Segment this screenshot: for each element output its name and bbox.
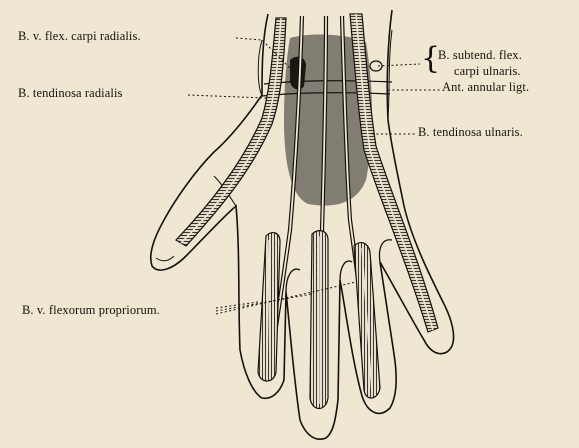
label-flex-carpi-radialis: B. v. flex. carpi radialis. <box>18 29 141 44</box>
label-tendinosa-ulnaris: B. tendinosa ulnaris. <box>418 125 523 140</box>
label-subtend-line1: B. subtend. flex. <box>438 48 522 63</box>
label-tendinosa-radialis: B. tendinosa radialis <box>18 86 123 101</box>
leader-tendinosa-radialis <box>188 95 266 98</box>
label-annular-ligament: Ant. annular ligt. <box>442 80 529 95</box>
label-flexorum-propriorum: B. v. flexorum propriorum. <box>22 303 160 318</box>
subtend-flex-carpi-ulnaris-bursa <box>370 61 382 71</box>
label-subtend-line2: carpi ulnaris. <box>454 64 521 79</box>
